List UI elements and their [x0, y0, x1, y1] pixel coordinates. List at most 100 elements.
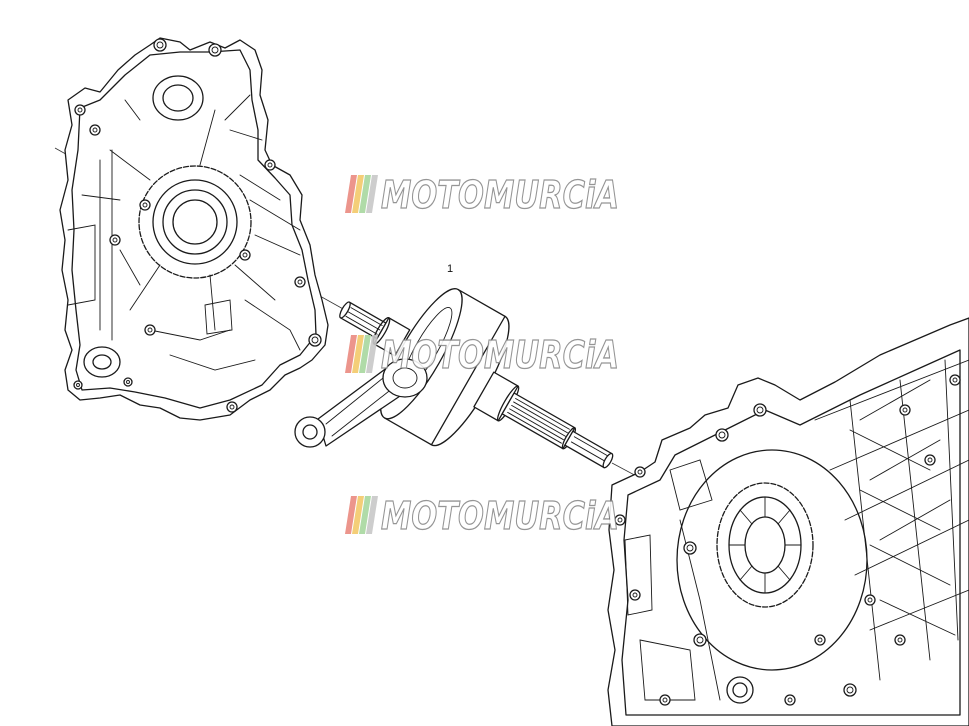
main-bearing-outer-ring: [152, 179, 238, 265]
bolt-hole-bore: [229, 404, 235, 410]
bolt-hole-bore: [211, 46, 219, 54]
right-case-flange-pockets: [624, 459, 721, 701]
left-case-outline: [59, 37, 329, 421]
left-stub-splines: [345, 307, 383, 335]
bolt-hole: [89, 124, 101, 136]
bolt-holes: [73, 38, 961, 706]
bolt-hole: [683, 541, 697, 555]
bearing-spokes: [728, 496, 802, 594]
watermark-stripe: [345, 335, 357, 373]
upper-boss-bore: [162, 84, 194, 112]
bolt-hole: [949, 374, 961, 386]
upper-boss: [152, 75, 204, 121]
bolt-hole-bore: [147, 327, 153, 333]
lower-boss: [83, 346, 121, 378]
bolt-hole: [894, 634, 906, 646]
left-stub-end: [339, 301, 351, 319]
connecting-rod-big-end: [382, 358, 428, 398]
bolt-hole: [753, 403, 767, 417]
bolt-hole: [264, 159, 276, 171]
watermark-stripe: [366, 496, 378, 534]
bolt-hole-bore: [817, 637, 823, 643]
bolt-hole-bore: [952, 377, 958, 383]
bolt-hole: [139, 199, 151, 211]
watermark-text: MOTOMURCiA: [381, 494, 619, 538]
bolt-hole-bore: [142, 202, 148, 208]
bolt-hole: [109, 234, 121, 246]
main-bearing-bore: [172, 199, 218, 245]
bolt-hole-bore: [686, 544, 694, 552]
watermark-stripe: [345, 496, 357, 534]
bolt-hole-bore: [76, 383, 80, 387]
bolt-hole: [864, 594, 876, 606]
bolt-hole-bore: [696, 636, 704, 644]
bolt-hole-bore: [846, 686, 854, 694]
watermark-text: MOTOMURCiA: [381, 173, 619, 217]
shaft-tail-splines: [570, 436, 608, 462]
bolt-hole-bore: [867, 597, 873, 603]
connecting-rod: [294, 358, 428, 448]
watermark-stripe: [352, 175, 364, 213]
shaft-tail-end: [602, 452, 614, 469]
bolt-hole: [814, 634, 826, 646]
right-bearing-housing: [716, 482, 814, 608]
bolt-hole-bore: [787, 697, 793, 703]
bolt-hole: [784, 694, 796, 706]
bolt-hole-bore: [156, 41, 164, 49]
watermark-stripe: [352, 335, 364, 373]
bolt-hole: [308, 333, 322, 347]
bolt-hole-bore: [311, 336, 319, 344]
bolt-hole-bore: [617, 517, 623, 523]
bolt-hole: [693, 633, 707, 647]
bolt-hole: [629, 589, 641, 601]
main-bearing-race: [162, 189, 228, 255]
bolt-hole: [899, 404, 911, 416]
watermark: MOTOMURCiA: [345, 172, 620, 218]
bolt-hole: [144, 324, 156, 336]
bolt-hole: [73, 380, 83, 390]
lower-mount-boss: [726, 676, 754, 704]
crank-pin: [392, 367, 418, 389]
bolt-hole: [659, 694, 671, 706]
bolt-hole-bore: [897, 637, 903, 643]
bolt-hole-bore: [126, 380, 130, 384]
bolt-hole-bore: [297, 279, 303, 285]
bolt-hole: [74, 104, 86, 116]
bolt-hole-bore: [77, 107, 83, 113]
bolt-hole-bore: [632, 592, 638, 598]
bolt-hole-bore: [756, 406, 764, 414]
left-collar: [373, 317, 411, 357]
watermark-text: MOTOMURCiA: [381, 333, 619, 377]
bolt-hole-bore: [112, 237, 118, 243]
bolt-hole: [924, 454, 936, 466]
bolt-hole-bore: [927, 457, 933, 463]
main-bearing-housing: [138, 165, 252, 279]
watermark-stripe: [352, 496, 364, 534]
bolt-hole-bore: [637, 469, 643, 475]
connecting-rod-web-lines: [325, 373, 399, 437]
watermark-stripe: [366, 335, 378, 373]
right-crankcase-half: [607, 317, 969, 726]
bolt-hole: [239, 249, 251, 261]
bolt-hole-bore: [902, 407, 908, 413]
watermark-stripe: [366, 175, 378, 213]
bolt-hole: [226, 401, 238, 413]
lower-mount-bore: [732, 682, 748, 698]
bolt-hole: [123, 377, 133, 387]
watermark-stripe: [359, 335, 371, 373]
left-case-port: [204, 299, 233, 335]
bolt-hole: [614, 514, 626, 526]
bolt-hole: [208, 43, 222, 57]
watermark-stripe: [359, 175, 371, 213]
bolt-hole-bore: [267, 162, 273, 168]
bolt-hole: [634, 466, 646, 478]
left-case-ribs: [67, 94, 301, 371]
bolt-hole-bore: [718, 431, 726, 439]
small-end-bore: [302, 424, 318, 440]
right-case-lattice-ribs: [814, 359, 969, 681]
right-case-gasket-face: [621, 349, 961, 716]
watermark: MOTOMURCiA: [345, 332, 620, 378]
lower-boss-bore: [92, 354, 112, 370]
callout-label: 1: [447, 263, 453, 275]
